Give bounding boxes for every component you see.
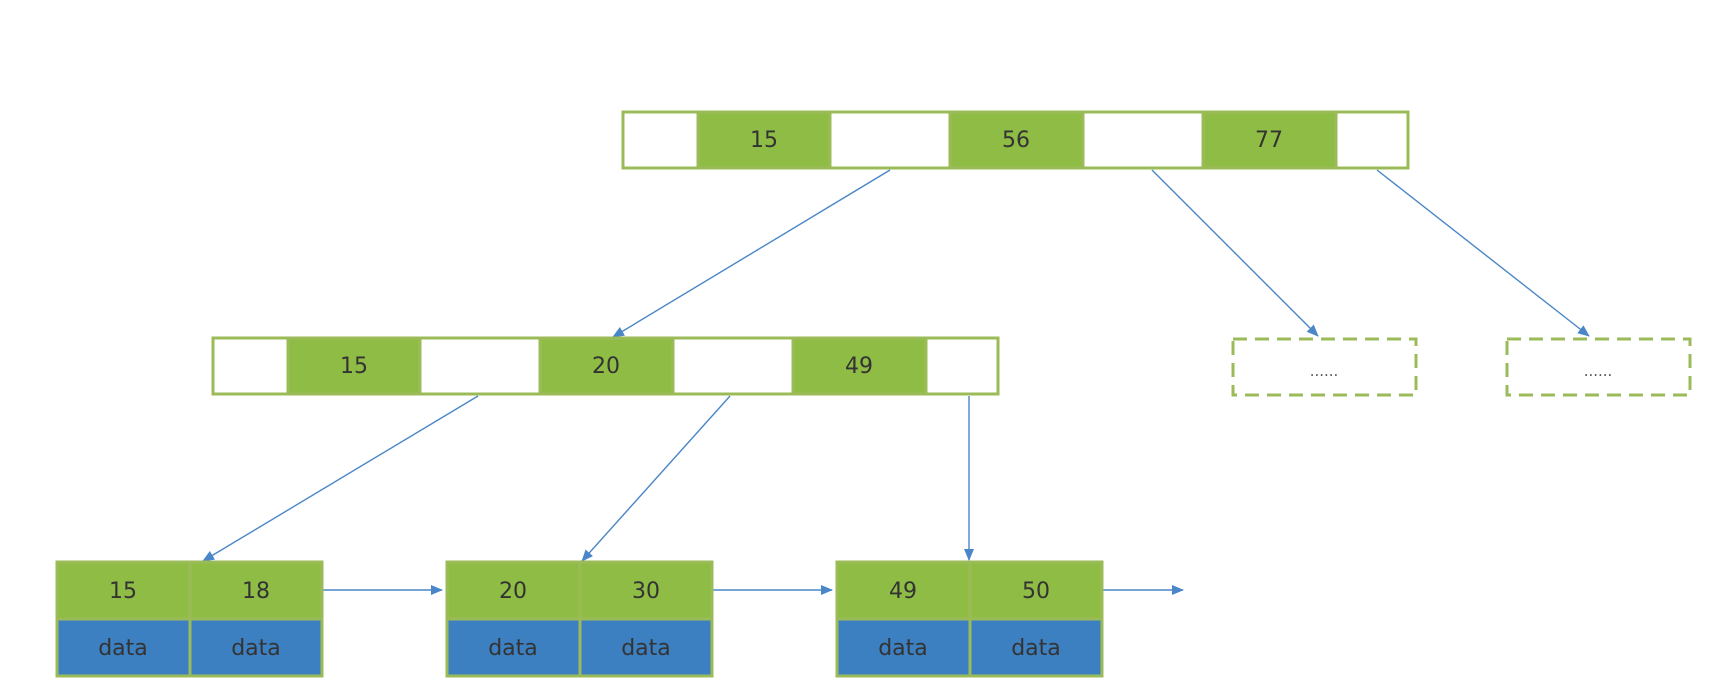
- internal-node: 15 20 49: [211, 336, 1000, 396]
- leaf-node: 15 18 data data: [55, 560, 324, 678]
- internal-pointer-cell: [924, 336, 1000, 396]
- leaf-data-cell: [188, 617, 324, 678]
- root-node: 15 56 77: [621, 110, 1410, 170]
- leaf-key-cell: [835, 560, 972, 621]
- leaf-key-label: 20: [499, 579, 527, 604]
- leaf-key-cell: [968, 560, 1104, 621]
- leaf-key-label: 49: [889, 579, 917, 604]
- leaf-key-label: 15: [109, 579, 137, 604]
- internal-key-cell: [791, 336, 928, 396]
- leaf-key-label: 30: [632, 579, 660, 604]
- internal-pointer-cell: [418, 336, 542, 396]
- internal-key-label: 15: [340, 354, 368, 379]
- internal-key-cell: [286, 336, 422, 396]
- leaf-data-label: data: [878, 636, 928, 661]
- edge-internal-to-leaf-1: [202, 395, 479, 562]
- leaf-data-label: data: [98, 636, 148, 661]
- leaf-node: 20 30 data data: [445, 560, 714, 678]
- leaf-data-label: data: [488, 636, 538, 661]
- root-key-label: 15: [750, 128, 778, 153]
- leaf-data-label: data: [231, 636, 281, 661]
- leaf-data-cell: [968, 617, 1104, 678]
- internal-pointer-cell: [211, 336, 290, 396]
- placeholder-node-label: ......: [1310, 362, 1339, 380]
- root-key-label: 77: [1255, 128, 1283, 153]
- placeholder-node-box: [1505, 337, 1692, 397]
- root-pointer-cell: [828, 110, 952, 170]
- leaf-data-cell: [55, 617, 192, 678]
- edges: [202, 169, 1590, 595]
- internal-key-cell: [538, 336, 675, 396]
- internal-pointer-cell: [671, 336, 795, 396]
- root-pointer-cell: [1334, 110, 1410, 170]
- placeholder-node: ......: [1505, 337, 1692, 397]
- internal-key-label: 20: [592, 354, 620, 379]
- edge-root-to-placeholder-2: [1376, 169, 1590, 337]
- root-key-cell: [948, 110, 1085, 170]
- root-pointer-cell: [621, 110, 700, 170]
- leaf-data-label: data: [1011, 636, 1061, 661]
- placeholder-node: ......: [1231, 337, 1418, 397]
- leaf-node: 49 50 data data: [835, 560, 1104, 678]
- leaf-key-label: 50: [1022, 579, 1050, 604]
- root-key-cell: [1201, 110, 1338, 170]
- leaf-key-cell: [445, 560, 582, 621]
- leaf-key-label: 18: [242, 579, 270, 604]
- root-key-label: 56: [1002, 128, 1030, 153]
- edge-root-to-placeholder-1: [1151, 169, 1319, 337]
- edge-root-to-internal: [612, 169, 891, 338]
- leaf-key-cell: [55, 560, 192, 621]
- placeholder-node-box: [1231, 337, 1418, 397]
- leaf-key-cell: [578, 560, 714, 621]
- leaf-data-label: data: [621, 636, 671, 661]
- edge-internal-to-leaf-2: [581, 395, 731, 562]
- root-pointer-cell: [1081, 110, 1205, 170]
- placeholder-node-label: ......: [1584, 362, 1613, 380]
- leaf-data-cell: [578, 617, 714, 678]
- internal-key-label: 49: [845, 354, 873, 379]
